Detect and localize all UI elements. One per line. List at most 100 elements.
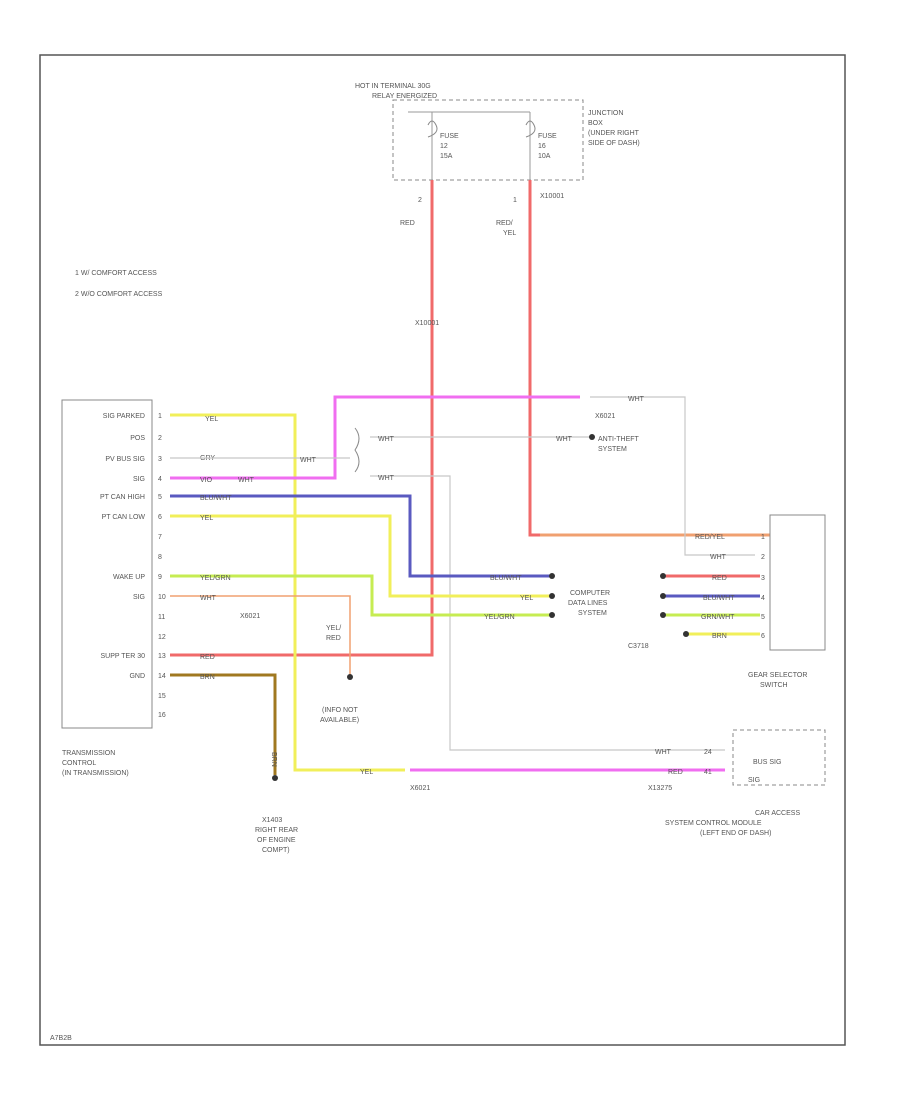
wire-yel-grn-label: YEL/GRN	[200, 575, 231, 582]
car-access-caption-2: SYSTEM CONTROL MODULE	[665, 820, 762, 827]
gear-wire-label-1: RED/YEL	[695, 534, 725, 541]
car-access-pin-24: 24	[704, 749, 712, 756]
wire-yel-red-label-2: RED	[326, 635, 341, 642]
tcm-pin-number: 13	[158, 653, 166, 660]
gear-pin-6: 6	[761, 633, 765, 640]
tcm-pin-number: 4	[158, 476, 162, 483]
wire-vio-label: VIO	[200, 477, 213, 484]
junction-box-label-2: BOX	[588, 120, 603, 127]
junction-box-outline	[392, 99, 584, 181]
fuse-16-pin: 1	[513, 197, 517, 204]
splice-s1-label: X6021	[595, 413, 615, 420]
gear-selector-box	[769, 514, 826, 651]
gear-dot-2	[660, 593, 666, 599]
note-1: 1 W/ COMFORT ACCESS	[75, 270, 157, 277]
tcm-pin-label: SIG PARKED	[103, 413, 145, 420]
car-access-pin-41: 41	[704, 769, 712, 776]
splice-x10001-label: X10001	[415, 320, 439, 327]
tcm-caption-2: CONTROL	[62, 760, 96, 767]
tcm-pin-number: 12	[158, 634, 166, 641]
wire-brn-pin14	[170, 673, 277, 775]
wire-yel-top-label: YEL	[205, 416, 218, 423]
junction-box-label-4: SIDE OF DASH)	[588, 140, 640, 147]
fuse-12-label-2: 12	[440, 143, 448, 150]
diagram-frame	[39, 54, 846, 1046]
wire-magenta-pin4	[170, 395, 580, 480]
wire-wht-top-right-label: WHT	[628, 396, 645, 403]
info-na-label-2: AVAILABLE)	[320, 717, 359, 724]
tcm-pin-label: SIG	[133, 476, 145, 483]
tcm-pin-number: 5	[158, 494, 162, 501]
wire-vio-wht-label: WHT	[238, 477, 255, 484]
fuse-16-symbol	[525, 120, 536, 138]
note-2: 2 W/O COMFORT ACCESS	[75, 291, 163, 298]
tcm-caption-3: (IN TRANSMISSION)	[62, 770, 129, 777]
tcm-pin-label: GND	[129, 673, 145, 680]
top-title-line2: RELAY ENERGIZED	[372, 93, 437, 100]
junction-box-label-1: JUNCTION	[588, 110, 623, 117]
car-access-caption-1: CAR ACCESS	[755, 810, 800, 817]
car-access-box-label-1: BUS SIG	[753, 759, 781, 766]
wire-brn-vert-label: BRN	[270, 752, 277, 767]
car-access-box	[732, 729, 826, 786]
tcm-pin-number: 15	[158, 693, 166, 700]
tcm-caption-1: TRANSMISSION	[62, 750, 115, 757]
wire-red-yel-label-2: YEL	[503, 230, 516, 237]
wire-wht-to-gear	[590, 396, 755, 556]
wire-wht-11-label: WHT	[200, 595, 217, 602]
wire-red-13-label: RED	[200, 654, 215, 661]
wire-wht-bottom-label: WHT	[655, 749, 672, 756]
wire-blu-wht-pin5	[170, 494, 550, 578]
tcm-pin-label: PT CAN HIGH	[100, 494, 145, 501]
wire-red-yel-fuse16	[528, 180, 770, 537]
gear-connector-label: C3718	[628, 643, 649, 650]
fuse-12-symbol	[427, 120, 438, 138]
wire-brn-label: BRN	[200, 674, 215, 681]
gear-pin-5: 5	[761, 614, 765, 621]
splice-s2-label: X6021	[240, 613, 260, 620]
wire-yel2-label: YEL	[200, 515, 213, 522]
tcm-pin-label: POS	[130, 435, 145, 442]
tcm-pin-label: PV BUS SIG	[105, 456, 145, 463]
wire-wht-mid-label: WHT	[710, 554, 727, 561]
data-connector-dot-2	[549, 593, 555, 599]
wire-yel-pin6	[170, 514, 550, 598]
gear-dot-1	[660, 573, 666, 579]
top-title-line1: HOT IN TERMINAL 30G	[355, 83, 431, 90]
wire-red-yel-label-1: RED/	[496, 220, 513, 227]
tcm-pin-number: 6	[158, 514, 162, 521]
tcm-pin-number: 3	[158, 456, 162, 463]
wire-yel-right-label: YEL	[520, 595, 533, 602]
gear-wire-label-5: GRN/WHT	[701, 614, 735, 621]
wire-wht-car-access-label: WHT	[378, 475, 395, 482]
wire-blu-wht-right-label: BLU/WHT	[490, 575, 522, 582]
gear-wire-label-6: BRN	[712, 633, 727, 640]
gear-wire-label-3: RED	[712, 575, 727, 582]
gear-wire-label-4: BLU/WHT	[703, 595, 735, 602]
wire-yel-red-label-1: YEL/	[326, 625, 341, 632]
wire-yel-bottom-label: YEL	[360, 769, 373, 776]
computer-data-label-3: SYSTEM	[578, 610, 607, 617]
transmission-control-box	[61, 399, 153, 729]
gear-pin-3: 3	[761, 575, 765, 582]
tcm-pin-number: 16	[158, 712, 166, 719]
gear-pin-1: 1	[761, 534, 765, 541]
reference-code: A7B2B	[50, 1035, 72, 1042]
wire-wht-left1-label: WHT	[300, 457, 317, 464]
tcm-pin-label: SUPP TER 30	[101, 653, 146, 660]
car-access-box-label-2: SIG	[748, 777, 760, 784]
car-access-connector-label: X13275	[648, 785, 672, 792]
gear-caption-2: SWITCH	[760, 682, 788, 689]
wire-yel-pin1	[170, 413, 405, 772]
computer-data-label-2: DATA LINES	[568, 600, 608, 607]
ground-label-2: RIGHT REAR	[255, 827, 298, 834]
ground-label-1: X1403	[262, 817, 282, 824]
wire-yel-grn-right-label: YEL/GRN	[484, 614, 515, 621]
anti-theft-label-1: ANTI-THEFT	[598, 436, 640, 443]
ground-dot	[272, 775, 278, 781]
anti-theft-wire-label: WHT	[556, 436, 573, 443]
wire-wht-left2-label: WHT	[378, 436, 395, 443]
ground-label-4: COMPT)	[262, 847, 290, 854]
wire-red-fuse12	[170, 180, 434, 657]
